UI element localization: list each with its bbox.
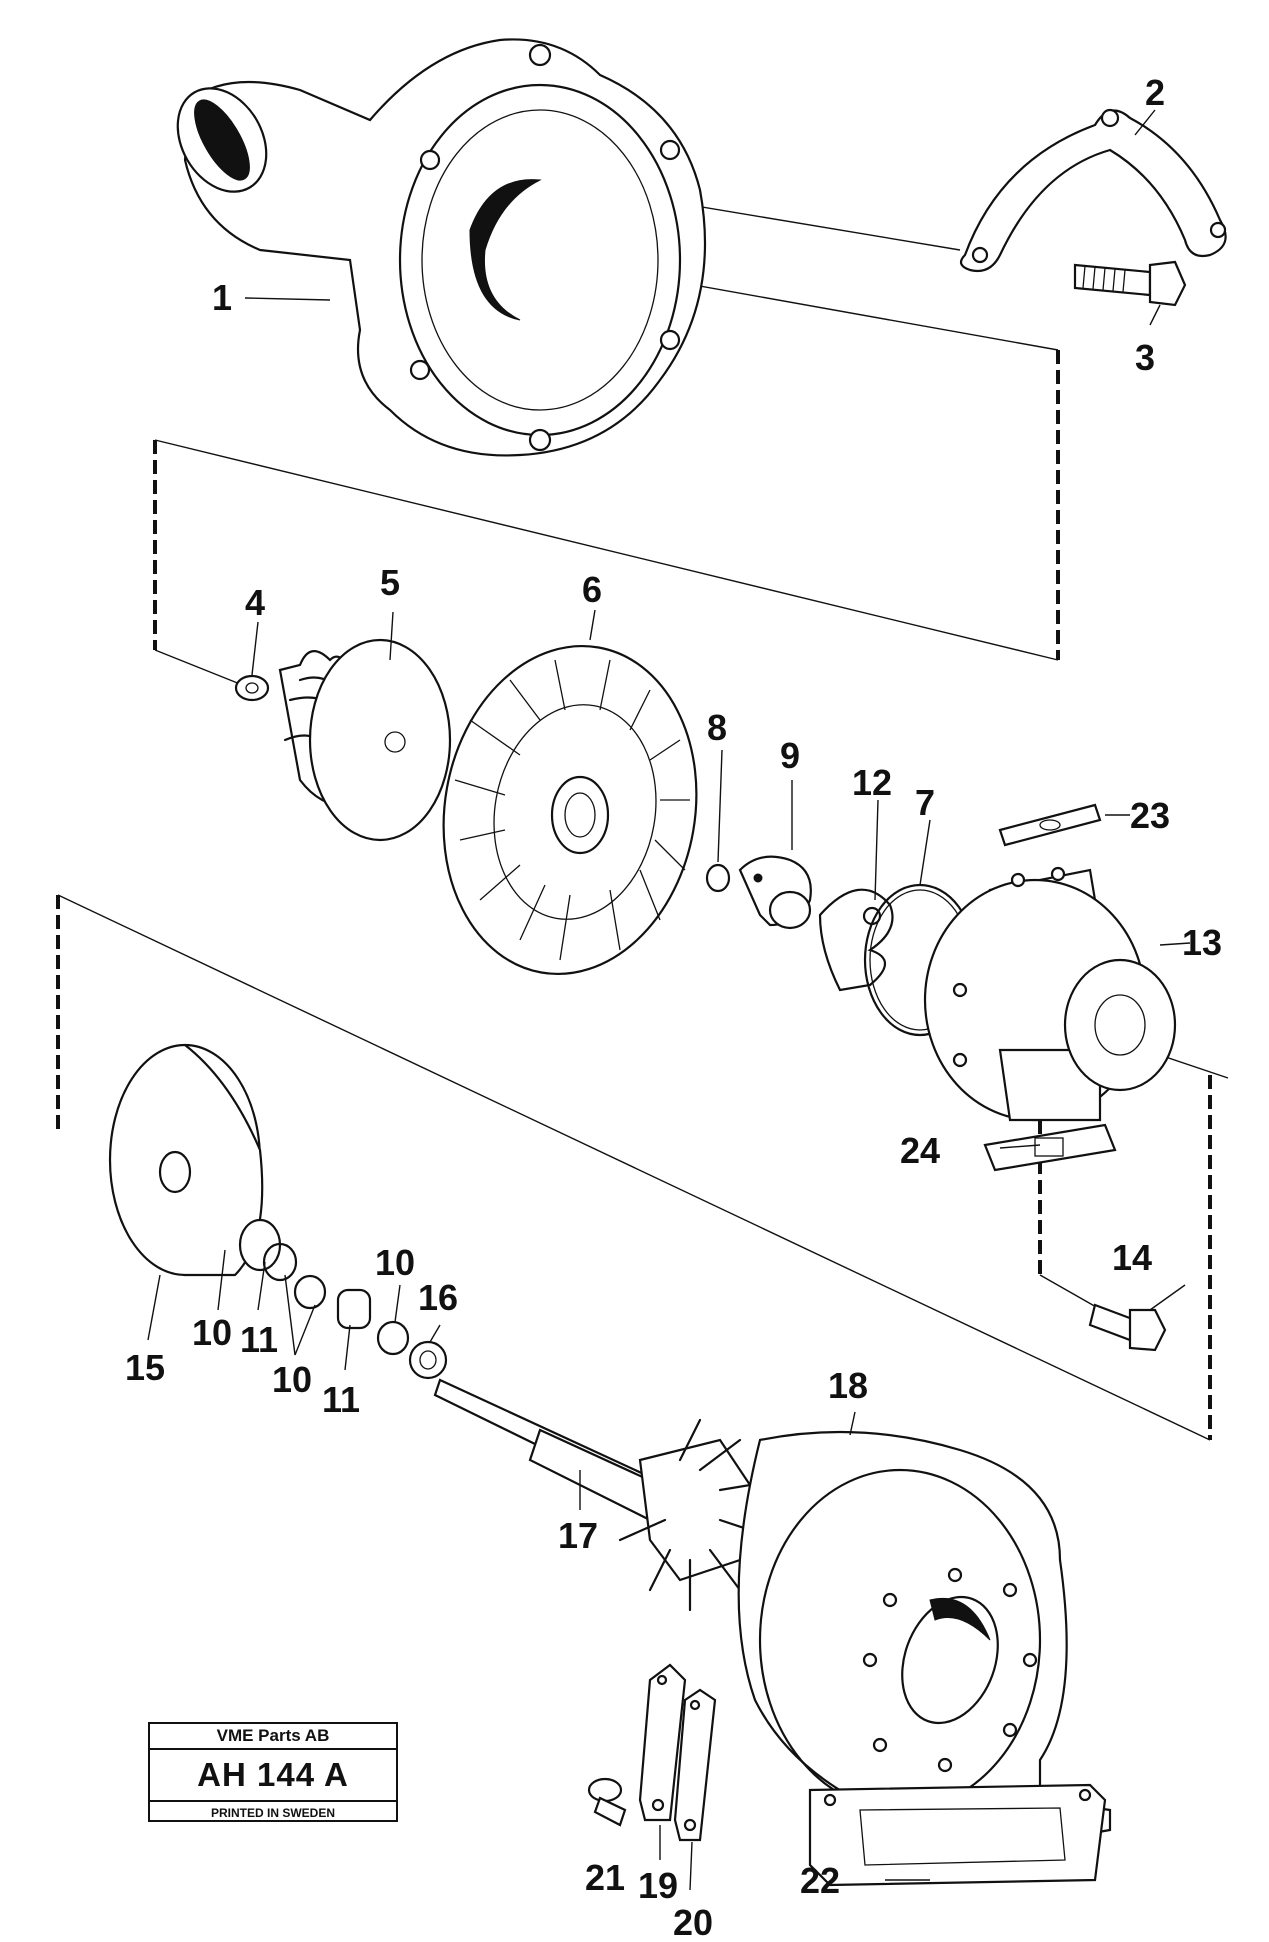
bearing-housing (923, 866, 1177, 1122)
nut-4 (234, 674, 270, 702)
callout-11a: 11 (240, 1319, 278, 1360)
leader-lines (147, 109, 1191, 1891)
callout-23: 23 (1130, 795, 1170, 836)
back-plate (442, 644, 698, 976)
callout-1: 1 (212, 277, 232, 318)
ring-8 (705, 863, 731, 893)
callout-10c: 10 (375, 1242, 415, 1283)
callout-20: 20 (673, 1902, 713, 1937)
clamp-plate (959, 108, 1227, 273)
gasket-24 (983, 1123, 1117, 1172)
callout-17: 17 (558, 1515, 598, 1556)
callout-16: 16 (418, 1277, 458, 1318)
callout-10a: 10 (192, 1312, 232, 1353)
screw-14 (1088, 1303, 1167, 1352)
callout-11b: 11 (322, 1379, 360, 1420)
callout-14: 14 (1112, 1237, 1152, 1278)
screw-3 (1073, 260, 1187, 307)
callout-4: 4 (245, 582, 265, 623)
outlet-flange (808, 1783, 1107, 1887)
callout-12: 12 (852, 762, 892, 803)
callout-8: 8 (707, 707, 727, 748)
compressor-wheel (278, 638, 452, 842)
callout-7: 7 (915, 782, 935, 823)
callout-21: 21 (585, 1857, 625, 1898)
compressor-housing (176, 38, 707, 457)
callout-10b: 10 (272, 1359, 312, 1400)
turbine-shaft (433, 1378, 782, 1612)
callout-18: 18 (828, 1365, 868, 1406)
callout-22: 22 (800, 1860, 840, 1901)
heat-shield (108, 1043, 264, 1277)
callout-15: 15 (125, 1347, 165, 1388)
callout-labels: 1 2 3 4 5 6 7 8 9 12 23 13 24 14 15 10 1… (125, 72, 1222, 1942)
gasket-23 (998, 803, 1102, 847)
callout-24: 24 (900, 1130, 940, 1171)
callout-9: 9 (780, 735, 800, 776)
callout-19: 19 (638, 1865, 678, 1906)
callout-13: 13 (1182, 922, 1222, 963)
callout-2: 2 (1145, 72, 1165, 113)
lock-plates (638, 1663, 717, 1842)
bushings-and-rings (238, 1218, 448, 1380)
drawing-number: AH 144 A (150, 1750, 396, 1802)
screw-21 (587, 1777, 627, 1827)
callout-6: 6 (582, 569, 602, 610)
turbine-housing (737, 1430, 1112, 1842)
company-name: VME Parts AB (150, 1724, 396, 1750)
callout-5: 5 (380, 562, 400, 603)
printed-note: PRINTED IN SWEDEN (210, 1806, 335, 1820)
thrust-bearing (738, 855, 812, 930)
title-block: VME Parts AB AH 144 A PRINTED IN SWEDEN (148, 1722, 398, 1822)
callout-3: 3 (1135, 337, 1155, 378)
